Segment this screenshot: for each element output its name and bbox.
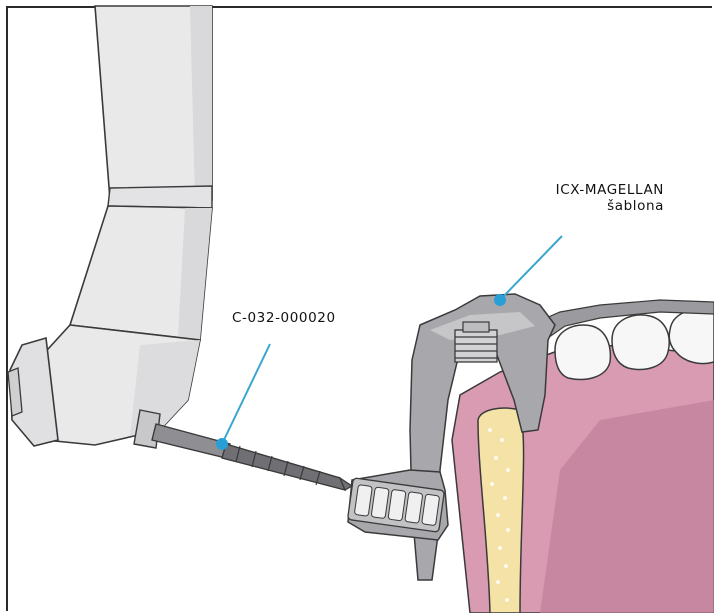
jaw bbox=[452, 345, 714, 613]
template-leader-line bbox=[500, 236, 562, 300]
drill-marker-dot bbox=[216, 438, 228, 450]
template-label: ICX-MAGELLAN šablona bbox=[556, 182, 664, 214]
handpiece-collar bbox=[108, 186, 212, 208]
drill-code-label: C-032-000020 bbox=[232, 310, 336, 326]
tooth-2 bbox=[612, 315, 669, 369]
template-marker-dot bbox=[494, 294, 506, 306]
drill-leader-line bbox=[222, 344, 270, 444]
template-label-line2: šablona bbox=[556, 198, 664, 214]
drill-flutes bbox=[222, 444, 345, 490]
tooth-1 bbox=[555, 325, 610, 379]
handpiece bbox=[8, 6, 212, 446]
template-label-line1: ICX-MAGELLAN bbox=[556, 182, 664, 198]
